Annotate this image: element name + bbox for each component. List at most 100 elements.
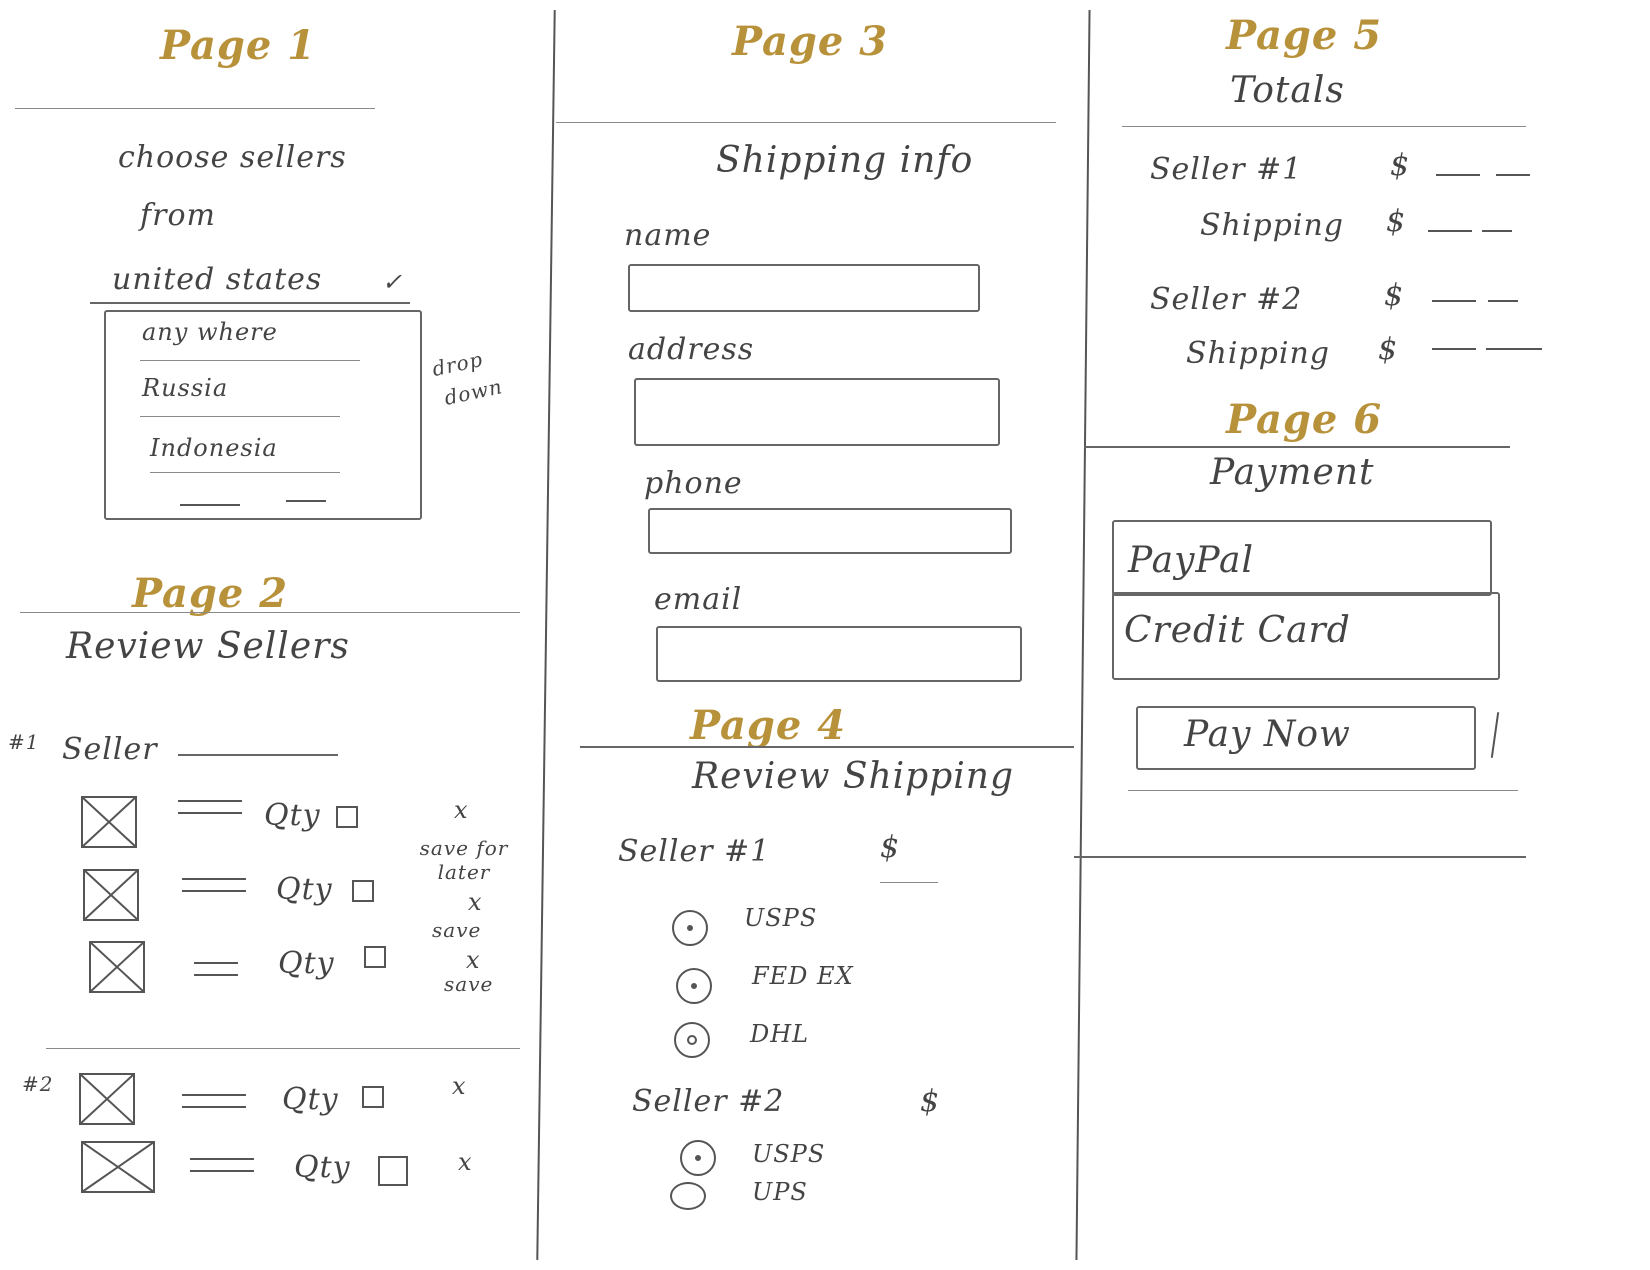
shipping-option-radio[interactable] xyxy=(672,910,708,946)
totals-amount-blank xyxy=(1488,300,1518,302)
save-link[interactable]: save xyxy=(432,918,482,942)
totals-amount-blank xyxy=(1432,300,1476,302)
page-4-title: Review Shipping xyxy=(692,756,1015,797)
column-divider-left xyxy=(536,10,556,1260)
item-image-placeholder-icon xyxy=(81,796,137,848)
item-name-placeholder xyxy=(178,800,242,814)
dropdown-option-separator xyxy=(140,360,360,361)
totals-shipping-2-value: $ xyxy=(1378,332,1399,367)
remove-item-icon[interactable]: x xyxy=(454,796,469,824)
item-image-placeholder-icon xyxy=(83,869,139,921)
page-3-label: Page 3 xyxy=(732,18,889,65)
totals-amount-blank xyxy=(1436,174,1480,176)
dropdown-annotation-line2: down xyxy=(442,374,505,410)
page-5-divider xyxy=(1122,126,1526,127)
name-field[interactable] xyxy=(628,264,980,312)
qty-label: Qty xyxy=(282,1082,339,1117)
address-field-label: address xyxy=(628,332,755,367)
dropdown-underline xyxy=(90,302,410,304)
shipping-seller-1-label: Seller #1 xyxy=(618,834,771,869)
qty-input[interactable] xyxy=(378,1156,408,1186)
remove-item-icon[interactable]: x xyxy=(452,1072,467,1100)
totals-amount-blank xyxy=(1482,230,1512,232)
qty-label: Qty xyxy=(264,798,321,833)
paypal-option-label[interactable]: PayPal xyxy=(1128,540,1254,581)
totals-seller-1-label: Seller #1 xyxy=(1150,152,1303,187)
dropdown-options-list xyxy=(104,310,422,520)
dropdown-more-placeholder xyxy=(180,504,240,506)
totals-amount-blank xyxy=(1428,230,1472,232)
page-5-label: Page 5 xyxy=(1226,12,1383,59)
pay-now-button-label[interactable]: Pay Now xyxy=(1184,714,1351,755)
address-field[interactable] xyxy=(634,378,1000,446)
phone-field-label: phone xyxy=(644,466,743,501)
seller-2-marker: #2 xyxy=(22,1072,54,1096)
dropdown-annotation-line1: drop xyxy=(430,346,486,382)
pay-now-cursor-mark xyxy=(1490,712,1500,758)
page-6-label: Page 6 xyxy=(1226,396,1383,443)
paypal-option[interactable] xyxy=(1112,520,1492,596)
page-6-divider xyxy=(1084,446,1510,448)
phone-field[interactable] xyxy=(648,508,1012,554)
dropdown-option-anywhere[interactable]: any where xyxy=(142,318,278,346)
save-for-later-link[interactable]: save for later xyxy=(419,836,509,884)
credit-card-option[interactable] xyxy=(1112,592,1500,680)
page-4-label: Page 4 xyxy=(690,702,847,749)
page-6-end-divider xyxy=(1128,790,1518,791)
page-2-divider xyxy=(20,612,520,613)
shipping-option-label[interactable]: FED EX xyxy=(752,962,854,990)
shipping-seller-2-label: Seller #2 xyxy=(632,1084,785,1119)
country-dropdown-selected[interactable]: united states xyxy=(112,262,323,297)
shipping-option-radio[interactable] xyxy=(670,1182,706,1210)
page-1-title-line1: choose sellers xyxy=(118,140,347,175)
dropdown-option-indonesia[interactable]: Indonesia xyxy=(150,434,278,462)
remove-item-icon[interactable]: x xyxy=(466,946,481,974)
page-3-title: Shipping info xyxy=(716,140,974,181)
qty-input[interactable] xyxy=(336,806,358,828)
email-field[interactable] xyxy=(656,626,1022,682)
qty-input[interactable] xyxy=(364,946,386,968)
shipping-option-label[interactable]: DHL xyxy=(750,1020,810,1048)
shipping-option-label[interactable]: UPS xyxy=(752,1178,808,1206)
totals-amount-blank xyxy=(1432,348,1476,350)
name-field-label: name xyxy=(624,218,712,253)
qty-label: Qty xyxy=(276,872,333,907)
item-name-placeholder xyxy=(194,962,238,976)
seller-1-label: Seller xyxy=(62,732,158,767)
totals-shipping-1-value: $ xyxy=(1386,204,1407,239)
shipping-seller-1-cost: $ xyxy=(880,830,901,865)
dropdown-option-separator xyxy=(140,416,340,417)
remove-item-icon[interactable]: x xyxy=(468,888,483,916)
remove-item-icon[interactable]: x xyxy=(458,1148,473,1176)
shipping-cost-underline xyxy=(880,882,938,883)
save-link[interactable]: save xyxy=(444,972,494,996)
shipping-option-label[interactable]: USPS xyxy=(752,1140,826,1168)
item-name-placeholder xyxy=(182,878,246,892)
totals-seller-2-label: Seller #2 xyxy=(1150,282,1303,317)
page-1-label: Page 1 xyxy=(160,22,317,69)
credit-card-option-label[interactable]: Credit Card xyxy=(1124,610,1351,651)
totals-seller-2-value: $ xyxy=(1384,278,1405,313)
totals-amount-blank xyxy=(1486,348,1542,350)
shipping-option-radio[interactable] xyxy=(676,968,712,1004)
dropdown-option-russia[interactable]: Russia xyxy=(142,374,229,402)
item-image-placeholder-icon xyxy=(89,941,145,993)
page-4-divider xyxy=(580,746,1074,748)
item-image-placeholder-icon xyxy=(81,1141,155,1193)
totals-amount-blank xyxy=(1496,174,1530,176)
qty-input[interactable] xyxy=(362,1086,384,1108)
page-3-divider xyxy=(556,122,1056,123)
qty-label: Qty xyxy=(278,946,335,981)
seller-1-marker: #1 xyxy=(8,730,40,754)
shipping-option-label[interactable]: USPS xyxy=(744,904,818,932)
qty-input[interactable] xyxy=(352,880,374,902)
chevron-down-icon[interactable]: ✓ xyxy=(382,268,404,296)
shipping-option-radio[interactable] xyxy=(680,1140,716,1176)
shipping-option-radio[interactable] xyxy=(674,1022,710,1058)
item-name-placeholder xyxy=(182,1094,246,1108)
seller-divider xyxy=(46,1048,520,1049)
pay-now-button[interactable] xyxy=(1136,706,1476,770)
shipping-seller-2-cost: $ xyxy=(920,1084,941,1119)
column-divider-right xyxy=(1075,10,1091,1260)
column-3-bottom-divider xyxy=(1074,856,1526,858)
